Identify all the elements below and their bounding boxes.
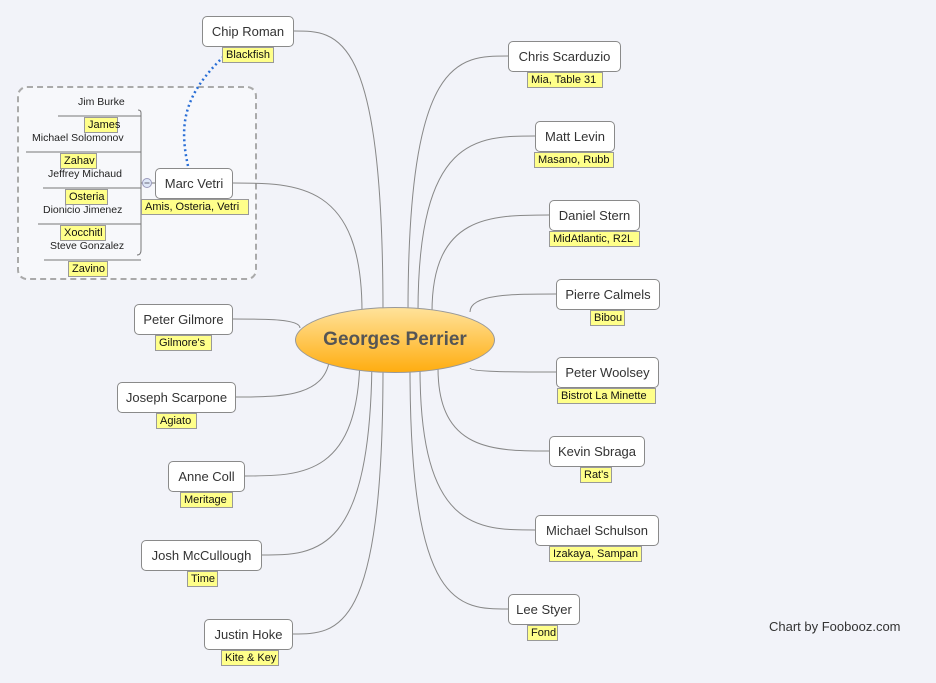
branch-connector	[232, 318, 301, 329]
topic-node[interactable]: Kevin Sbraga	[549, 436, 645, 467]
topic-node[interactable]: Peter Gilmore	[134, 304, 233, 335]
restaurant-label: Osteria	[65, 189, 108, 205]
subtopic-name[interactable]: Jim Burke	[78, 96, 125, 108]
topic-node[interactable]: Daniel Stern	[549, 200, 640, 231]
topic-node[interactable]: Pierre Calmels	[556, 279, 660, 310]
restaurant-label: Bistrot La Minette	[557, 388, 656, 404]
restaurant-label: Zavino	[68, 261, 108, 277]
restaurant-label: Rat's	[580, 467, 612, 483]
restaurant-label: Gilmore's	[155, 335, 212, 351]
restaurant-label: Blackfish	[222, 47, 274, 63]
branch-connector	[292, 367, 384, 635]
topic-node[interactable]: Justin Hoke	[204, 619, 293, 650]
branch-connector	[407, 55, 509, 313]
branch-connector	[232, 182, 363, 313]
restaurant-label: Zahav	[60, 153, 97, 169]
topic-node[interactable]: Chris Scarduzio	[508, 41, 621, 72]
central-topic-label: Georges Perrier	[323, 329, 467, 350]
branch-connector	[469, 367, 557, 373]
restaurant-label: James	[84, 117, 120, 133]
branch-connector	[469, 293, 557, 313]
restaurant-label: Izakaya, Sampan	[549, 546, 642, 562]
restaurant-label: Bibou	[590, 310, 625, 326]
subtopic-bracket	[136, 109, 142, 256]
branch-connector	[261, 351, 373, 556]
restaurant-label: Fond	[527, 625, 558, 641]
restaurant-label: Time	[187, 571, 218, 587]
subtopic-name[interactable]: Jeffrey Michaud	[48, 168, 122, 180]
topic-node[interactable]: Chip Roman	[202, 16, 294, 47]
restaurant-label: Masano, Rubb	[534, 152, 614, 168]
branch-connector	[431, 214, 550, 313]
restaurant-label: Kite & Key	[221, 650, 279, 666]
subtopic-name[interactable]: Michael Solomonov	[32, 132, 124, 144]
subtopic-name[interactable]: Steve Gonzalez	[50, 240, 125, 252]
relationship-dotted-link	[182, 45, 236, 167]
restaurant-label: Xocchitl	[60, 225, 106, 241]
restaurant-label: Mia, Table 31	[527, 72, 603, 88]
topic-node[interactable]: Joseph Scarpone	[117, 382, 236, 413]
restaurant-label: MidAtlantic, R2L	[549, 231, 640, 247]
topic-node[interactable]: Peter Woolsey	[556, 357, 659, 388]
subtopic-name[interactable]: Dionicio Jimenez	[43, 204, 123, 216]
branch-connector	[417, 135, 536, 313]
branch-connector	[409, 367, 509, 610]
topic-node[interactable]: Josh McCullough	[141, 540, 262, 571]
topic-node[interactable]: Lee Styer	[508, 594, 580, 625]
topic-node[interactable]: Anne Coll	[168, 461, 245, 492]
central-topic[interactable]: Georges Perrier	[295, 307, 495, 373]
branch-connector	[293, 30, 384, 313]
topic-node[interactable]: Michael Schulson	[535, 515, 659, 546]
branch-connector	[235, 351, 331, 398]
chart-credit: Chart by Foobooz.com	[769, 619, 901, 634]
branch-connector	[419, 367, 536, 531]
restaurant-label: Amis, Osteria, Vetri	[141, 199, 249, 215]
restaurant-label: Meritage	[180, 492, 233, 508]
restaurant-label: Agiato	[156, 413, 197, 429]
topic-node[interactable]: Marc Vetri	[155, 168, 233, 199]
topic-node[interactable]: Matt Levin	[535, 121, 615, 152]
branch-connector	[244, 351, 361, 477]
branch-connector	[437, 367, 550, 452]
